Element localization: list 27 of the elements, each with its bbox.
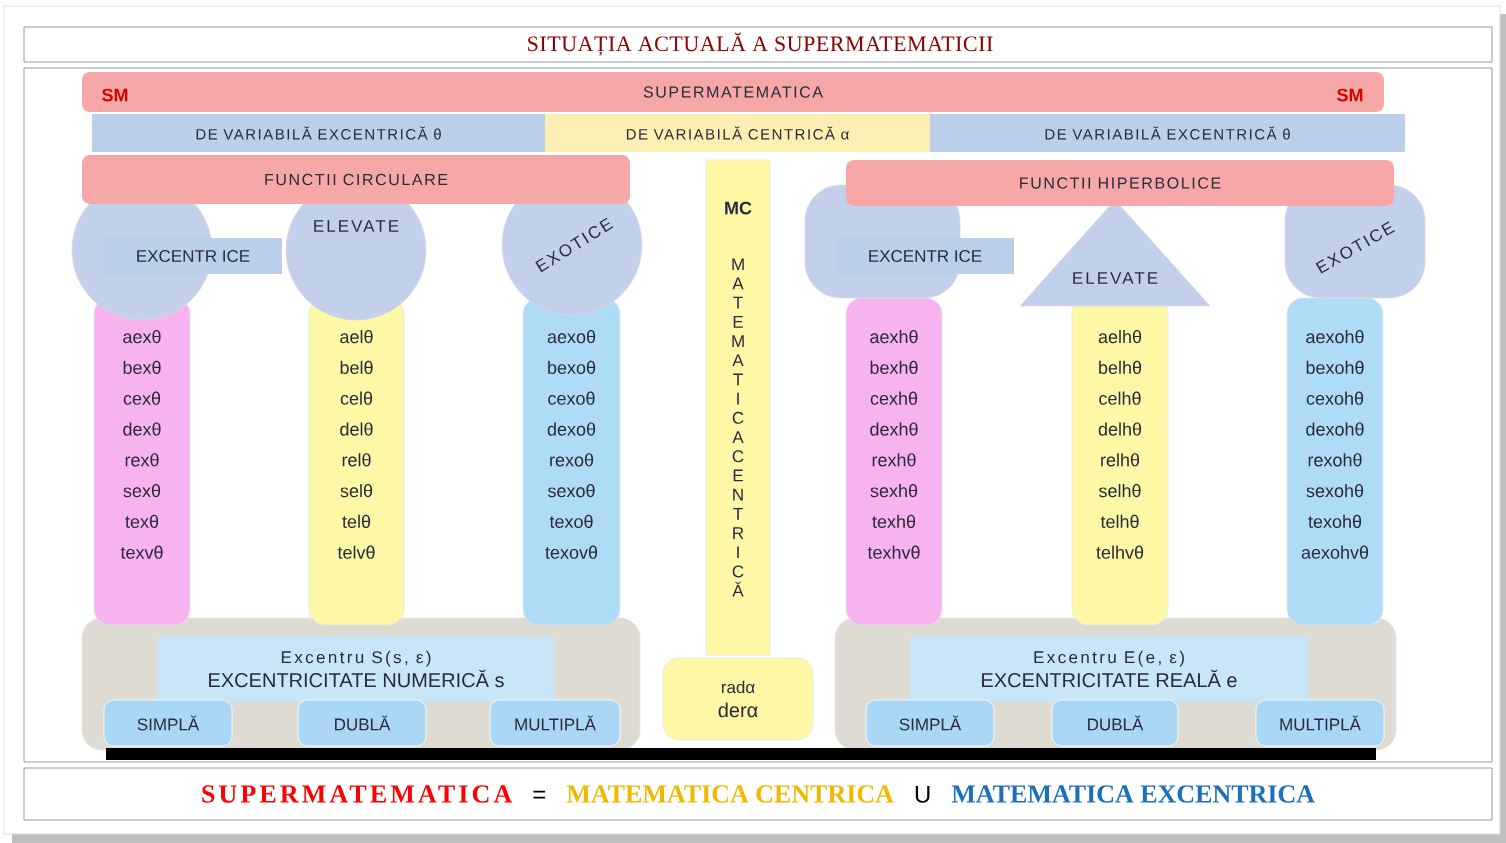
abbreviation-label: SM [1337,88,1363,102]
function-column: aelhθ belhθ celhθ delhθ relhθ selhθ telhθ telhvθ [1071,297,1169,626]
variable-band: DE VARIABILĂ CENTRICĂ α [545,114,930,152]
centric-column: MC MATEMATICA CENTRICĂ [705,159,771,656]
type-box: DUBLĂ [297,699,427,747]
type-box: MULTIPLĂ [1255,699,1385,747]
column-cap: ELEVATE [1019,199,1211,307]
function-column: aexoθ bexoθ cexoθ dexoθ rexoθ sexoθ texoθ texovθ [522,297,621,626]
variable-band: DE VARIABILĂ EXCENTRICĂ θ [92,114,545,152]
function-column: aexohθ bexohθ cexohθ dexohθ rexohθ sexohθ texohθ aexohvθ [1286,297,1384,626]
title-band: SITUAȚIA ACTUALĂ A SUPERMATEMATICII [23,26,1493,63]
type-box: SIMPLĂ [103,699,233,747]
notation-box: radα derα [662,657,814,741]
type-box: MULTIPLĂ [489,699,621,747]
function-column: aexθ bexθ cexθ dexθ rexθ sexθ texθ texvθ [93,297,191,626]
type-box: SIMPLĂ [865,699,995,747]
variable-band: DE VARIABILĂ EXCENTRICĂ θ [930,114,1405,152]
abbreviation-label: SM [102,88,128,102]
function-band: FUNCTII HIPERBOLICE [846,160,1394,206]
center-label: Excentru S(s, ε) EXCENTRICITATE NUMERICĂ s [157,636,555,702]
function-column: aelθ belθ celθ delθ relθ selθ telθ telvθ [308,297,405,626]
function-band: FUNCTII CIRCULARE [82,155,630,204]
function-column: aexhθ bexhθ cexhθ dexhθ rexhθ sexhθ texhθ texhvθ [845,297,943,626]
equation-band: SUPERMATEMATICA = MATEMATICA CENTRICA U MATEMATICA EXCENTRICA [23,767,1493,821]
center-label: Excentru E(e, ε) EXCENTRICITATE REALĂ e [910,636,1308,702]
type-box: DUBLĂ [1051,699,1179,747]
band-title: SUPERMATEMATICA [643,86,823,98]
